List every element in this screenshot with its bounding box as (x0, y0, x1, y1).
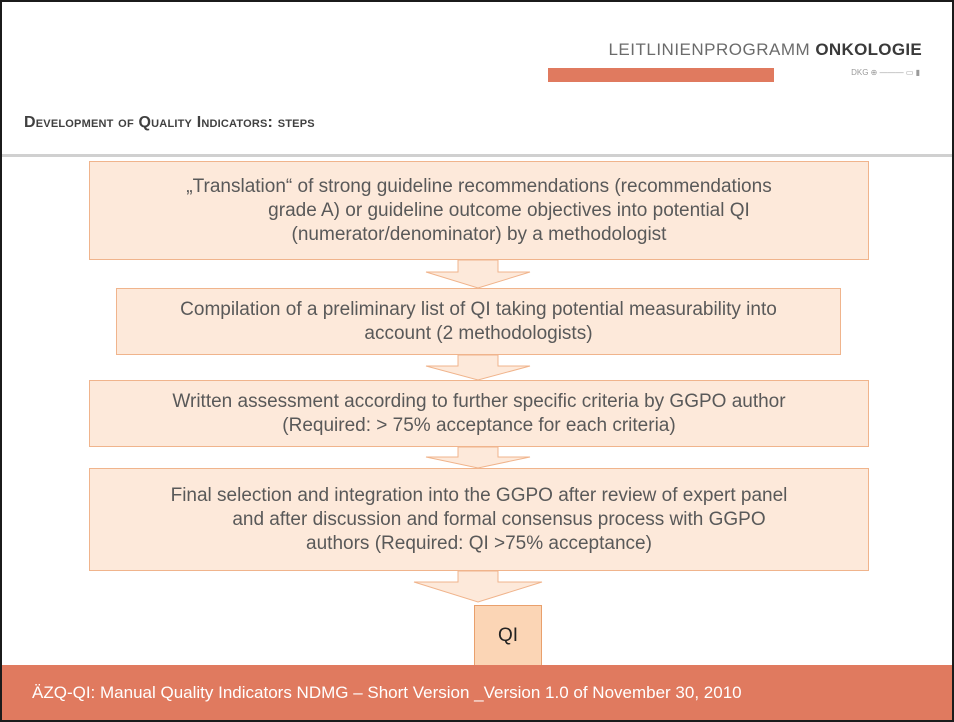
step-1-line-2: grade A) or guideline outcome objectives… (268, 199, 750, 221)
step-1-line-1: „Translation“ of strong guideline recomm… (186, 175, 772, 197)
qi-result-box: QI (474, 605, 542, 667)
logo-text-light: LEITLINIENPROGRAMM (608, 40, 811, 59)
step-2-box: Compilation of a preliminary list of QI … (116, 288, 841, 355)
step-2-line-2: account (2 methodologists) (364, 322, 593, 344)
step-3-line-1: Written assessment according to further … (172, 390, 786, 412)
footer-text: ÄZQ-QI: Manual Quality Indicators NDMG –… (32, 682, 742, 702)
arrow-4-down (413, 570, 543, 603)
arrow-3-down (425, 446, 531, 469)
logo-partners: DKG ⊕ ——— ▭ ▮ (851, 68, 920, 77)
logo-text: LEITLINIENPROGRAMM ONKOLOGIE (608, 40, 922, 60)
step-3-box: Written assessment according to further … (89, 380, 869, 447)
step-4-line-1: Final selection and integration into the… (170, 484, 788, 506)
logo-accent-bar (548, 68, 774, 82)
step-3-line-2: (Required: > 75% acceptance for each cri… (282, 414, 676, 436)
step-4-line-2: and after discussion and formal consensu… (232, 508, 766, 530)
step-1-line-3: (numerator/denominator) by a methodologi… (291, 223, 667, 245)
step-4-line-3: authors (Required: QI >75% acceptance) (306, 532, 652, 554)
step-2-line-1: Compilation of a preliminary list of QI … (180, 298, 777, 320)
footer-bar: ÄZQ-QI: Manual Quality Indicators NDMG –… (2, 665, 952, 720)
title-divider (2, 154, 952, 157)
arrow-2-down (425, 354, 531, 381)
leitlinienprogramm-logo: LEITLINIENPROGRAMM ONKOLOGIE DKG ⊕ ——— ▭… (548, 38, 928, 98)
logo-text-bold: ONKOLOGIE (815, 40, 922, 59)
arrow-1-down (425, 259, 531, 289)
step-4-box: Final selection and integration into the… (89, 468, 869, 571)
slide-title: Development of Quality Indicators: steps (24, 114, 315, 131)
